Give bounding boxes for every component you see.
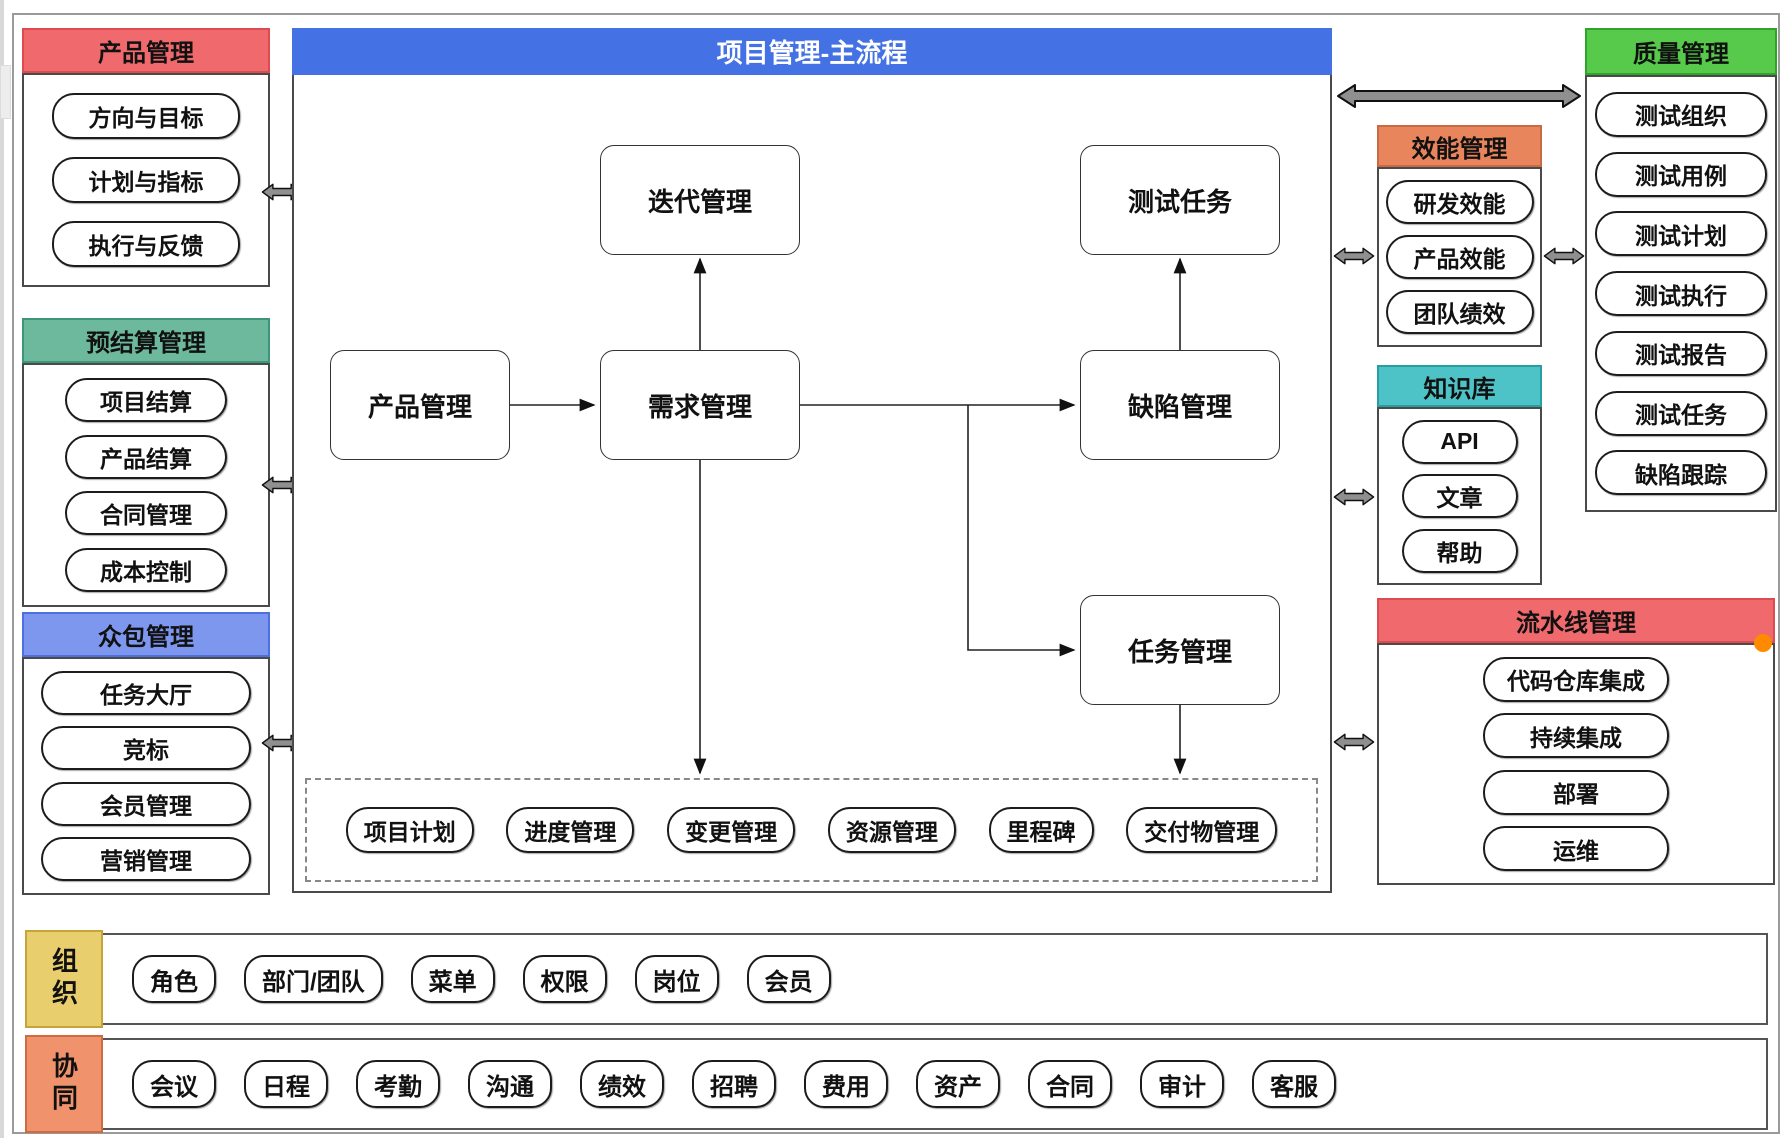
quality-mgmt-title: 质量管理 bbox=[1633, 41, 1729, 68]
pipeline-mgmt-title: 流水线管理 bbox=[1516, 610, 1636, 637]
collab-row-label[interactable]: 协同 bbox=[25, 1035, 103, 1133]
pill-milestone[interactable]: 里程碑 bbox=[988, 807, 1094, 853]
partial-element-behind-frame bbox=[0, 65, 11, 119]
pill-plan-kpi[interactable]: 计划与指标 bbox=[52, 157, 240, 203]
pill-contract[interactable]: 合同 bbox=[1028, 1060, 1112, 1108]
knowledge-base-header[interactable]: 知识库 bbox=[1377, 365, 1542, 407]
pill-product-settle[interactable]: 产品结算 bbox=[65, 434, 227, 479]
efficiency-mgmt-panel: 研发效能 产品效能 团队绩效 bbox=[1377, 167, 1542, 347]
knowledge-base-panel: API 文章 帮助 bbox=[1377, 407, 1542, 585]
pill-permission[interactable]: 权限 bbox=[522, 955, 607, 1003]
pill-recruiting[interactable]: 招聘 bbox=[692, 1060, 776, 1108]
node-defect-mgmt[interactable]: 缺陷管理 bbox=[1080, 350, 1280, 460]
pill-communication[interactable]: 沟通 bbox=[468, 1060, 552, 1108]
pill-test-case[interactable]: 测试用例 bbox=[1595, 151, 1767, 197]
pill-change-mgmt[interactable]: 变更管理 bbox=[667, 807, 796, 853]
pill-product-efficiency[interactable]: 产品效能 bbox=[1385, 235, 1534, 279]
pill-bidding[interactable]: 竞标 bbox=[41, 726, 251, 771]
pill-audit[interactable]: 审计 bbox=[1140, 1060, 1224, 1108]
budget-mgmt-panel: 项目结算 产品结算 合同管理 成本控制 bbox=[22, 363, 270, 607]
efficiency-mgmt-title: 效能管理 bbox=[1411, 135, 1508, 163]
pill-schedule[interactable]: 日程 bbox=[244, 1060, 328, 1108]
link-arrow-main-knowledge bbox=[1333, 483, 1375, 511]
pill-department-team[interactable]: 部门/团队 bbox=[244, 955, 383, 1003]
pill-contract-mgmt[interactable]: 合同管理 bbox=[65, 491, 227, 536]
pill-defect-track[interactable]: 缺陷跟踪 bbox=[1595, 450, 1767, 496]
pill-attendance[interactable]: 考勤 bbox=[356, 1060, 440, 1108]
node-requirement-mgmt[interactable]: 需求管理 bbox=[600, 350, 800, 460]
pill-direction-goal[interactable]: 方向与目标 bbox=[52, 93, 240, 139]
pipeline-mgmt-panel: 代码仓库集成 持续集成 部署 运维 bbox=[1377, 643, 1775, 885]
pill-article[interactable]: 文章 bbox=[1401, 474, 1518, 518]
pill-post[interactable]: 岗位 bbox=[634, 955, 719, 1003]
budget-mgmt-title: 预结算管理 bbox=[86, 330, 206, 357]
pill-rd-efficiency[interactable]: 研发效能 bbox=[1385, 180, 1534, 224]
pill-asset[interactable]: 资产 bbox=[916, 1060, 1000, 1108]
node-iteration-mgmt[interactable]: 迭代管理 bbox=[600, 145, 800, 255]
pill-resource-mgmt[interactable]: 资源管理 bbox=[827, 807, 956, 853]
pill-test-task[interactable]: 测试任务 bbox=[1595, 390, 1767, 436]
link-arrow-main-quality bbox=[1336, 83, 1582, 109]
pill-api[interactable]: API bbox=[1401, 419, 1518, 464]
quality-mgmt-panel: 测试组织 测试用例 测试计划 测试执行 测试报告 测试任务 缺陷跟踪 bbox=[1585, 75, 1777, 512]
knowledge-base-title: 知识库 bbox=[1423, 375, 1496, 403]
org-row-items: 角色 部门/团队 菜单 权限 岗位 会员 bbox=[132, 955, 831, 1003]
node-task-mgmt[interactable]: 任务管理 bbox=[1080, 595, 1280, 705]
pill-meeting[interactable]: 会议 bbox=[132, 1060, 216, 1108]
pill-marketing-mgmt[interactable]: 营销管理 bbox=[41, 837, 251, 882]
pill-performance[interactable]: 绩效 bbox=[580, 1060, 664, 1108]
pill-member[interactable]: 会员 bbox=[746, 955, 831, 1003]
pill-role[interactable]: 角色 bbox=[132, 955, 216, 1003]
pill-project-plan[interactable]: 项目计划 bbox=[345, 807, 474, 853]
org-row-label[interactable]: 组织 bbox=[25, 930, 103, 1028]
pill-progress-mgmt[interactable]: 进度管理 bbox=[506, 807, 635, 853]
pill-test-report[interactable]: 测试报告 bbox=[1595, 330, 1767, 376]
pill-exec-feedback[interactable]: 执行与反馈 bbox=[52, 221, 240, 267]
window-edge bbox=[0, 0, 4, 1138]
selection-handle[interactable] bbox=[1754, 634, 1772, 652]
pipeline-mgmt-header[interactable]: 流水线管理 bbox=[1377, 598, 1775, 643]
pill-deliverable-mgmt[interactable]: 交付物管理 bbox=[1126, 807, 1278, 853]
product-mgmt-panel: 方向与目标 计划与指标 执行与反馈 bbox=[22, 73, 270, 287]
crowdsourcing-title: 众包管理 bbox=[98, 624, 194, 651]
project-subprocess-group: 项目计划 进度管理 变更管理 资源管理 里程碑 交付物管理 bbox=[305, 778, 1318, 882]
pill-task-hall[interactable]: 任务大厅 bbox=[41, 670, 251, 715]
collab-row-items: 会议 日程 考勤 沟通 绩效 招聘 费用 资产 合同 审计 客服 bbox=[132, 1060, 1336, 1108]
pill-customer-service[interactable]: 客服 bbox=[1252, 1060, 1336, 1108]
crowdsourcing-header[interactable]: 众包管理 bbox=[22, 612, 270, 657]
pill-test-plan[interactable]: 测试计划 bbox=[1595, 211, 1767, 257]
pill-deploy[interactable]: 部署 bbox=[1483, 769, 1669, 815]
product-mgmt-title: 产品管理 bbox=[98, 40, 194, 67]
product-mgmt-header[interactable]: 产品管理 bbox=[22, 28, 270, 73]
pill-ci[interactable]: 持续集成 bbox=[1483, 713, 1669, 759]
budget-mgmt-header[interactable]: 预结算管理 bbox=[22, 318, 270, 363]
crowdsourcing-panel: 任务大厅 竞标 会员管理 营销管理 bbox=[22, 657, 270, 895]
pill-project-settle[interactable]: 项目结算 bbox=[65, 377, 227, 422]
pill-member-mgmt[interactable]: 会员管理 bbox=[41, 781, 251, 826]
pill-cost-control[interactable]: 成本控制 bbox=[65, 548, 227, 593]
link-arrow-main-pipeline bbox=[1333, 728, 1375, 756]
pill-help[interactable]: 帮助 bbox=[1401, 528, 1518, 573]
link-arrow-main-efficiency bbox=[1333, 242, 1375, 270]
main-flow-header[interactable]: 项目管理-主流程 bbox=[292, 28, 1332, 75]
quality-mgmt-header[interactable]: 质量管理 bbox=[1585, 28, 1777, 75]
pill-ops[interactable]: 运维 bbox=[1483, 826, 1669, 872]
link-arrow-efficiency-quality bbox=[1543, 242, 1585, 270]
pill-test-org[interactable]: 测试组织 bbox=[1595, 91, 1767, 137]
efficiency-mgmt-header[interactable]: 效能管理 bbox=[1377, 125, 1542, 167]
pill-test-exec[interactable]: 测试执行 bbox=[1595, 271, 1767, 316]
node-product-mgmt[interactable]: 产品管理 bbox=[330, 350, 510, 460]
pill-repo-integration[interactable]: 代码仓库集成 bbox=[1483, 656, 1669, 702]
node-test-task[interactable]: 测试任务 bbox=[1080, 145, 1280, 255]
main-flow-title: 项目管理-主流程 bbox=[716, 38, 908, 68]
pill-expense[interactable]: 费用 bbox=[804, 1060, 888, 1108]
pill-team-performance[interactable]: 团队绩效 bbox=[1385, 290, 1534, 334]
pill-menu[interactable]: 菜单 bbox=[410, 955, 495, 1003]
